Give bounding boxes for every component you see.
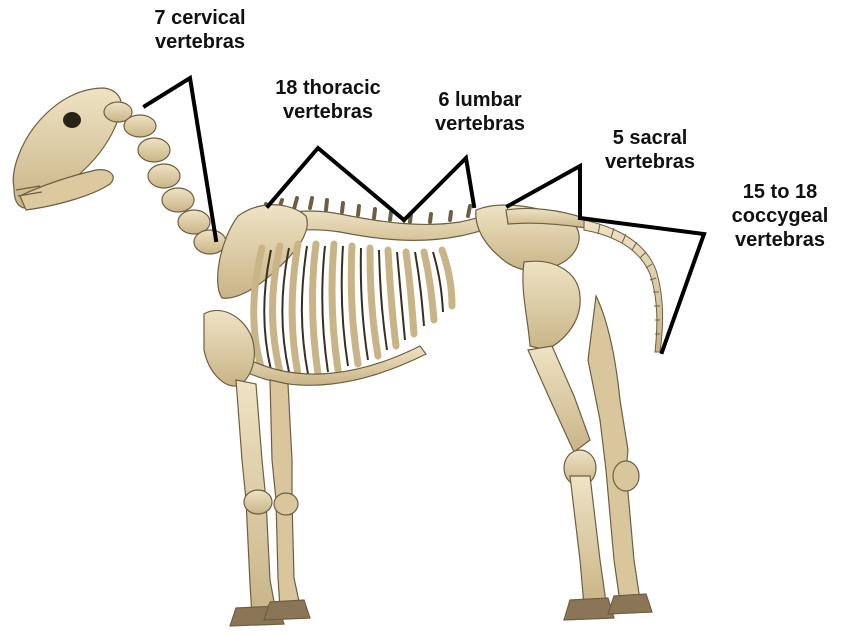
front-hoof-far <box>264 600 310 620</box>
coccygeal-name-text: coccygeal <box>716 204 842 228</box>
lumbar-bracket <box>404 158 474 220</box>
sacral-vertebras-text: vertebras <box>590 150 710 174</box>
cervical-count-text: 7 cervical <box>140 6 260 30</box>
hock-far <box>613 461 639 491</box>
hind-cannon-near <box>570 476 606 606</box>
lumbar-vertebras-text: vertebras <box>420 112 540 136</box>
lumbar-vertebras-label: 6 lumbar vertebras <box>420 88 540 136</box>
hind-hoof-near <box>564 598 614 620</box>
front-knee <box>244 490 272 514</box>
sacral-vertebras-label: 5 sacral vertebras <box>590 126 710 174</box>
thoracic-count-text: 18 thoracic <box>258 76 398 100</box>
coccygeal-count-text: 15 to 18 <box>716 180 842 204</box>
femur <box>523 261 580 350</box>
front-knee-far <box>274 493 298 515</box>
hind-hoof-far <box>608 594 652 614</box>
humerus <box>204 310 254 386</box>
eye-socket <box>63 112 81 128</box>
skeleton <box>13 88 662 626</box>
tibia <box>528 346 590 452</box>
cervical-vertebras-text: vertebras <box>140 30 260 54</box>
coccygeal-vertebras-label: 15 to 18 coccygeal vertebras <box>716 180 842 252</box>
cervical-vertebras-label: 7 cervical vertebras <box>140 6 260 54</box>
thoracic-vertebras-label: 18 thoracic vertebras <box>258 76 398 124</box>
sacral-count-text: 5 sacral <box>590 126 710 150</box>
coccygeal-vertebras-text: vertebras <box>716 228 842 252</box>
thoracic-vertebras-text: vertebras <box>258 100 398 124</box>
lumbar-count-text: 6 lumbar <box>420 88 540 112</box>
